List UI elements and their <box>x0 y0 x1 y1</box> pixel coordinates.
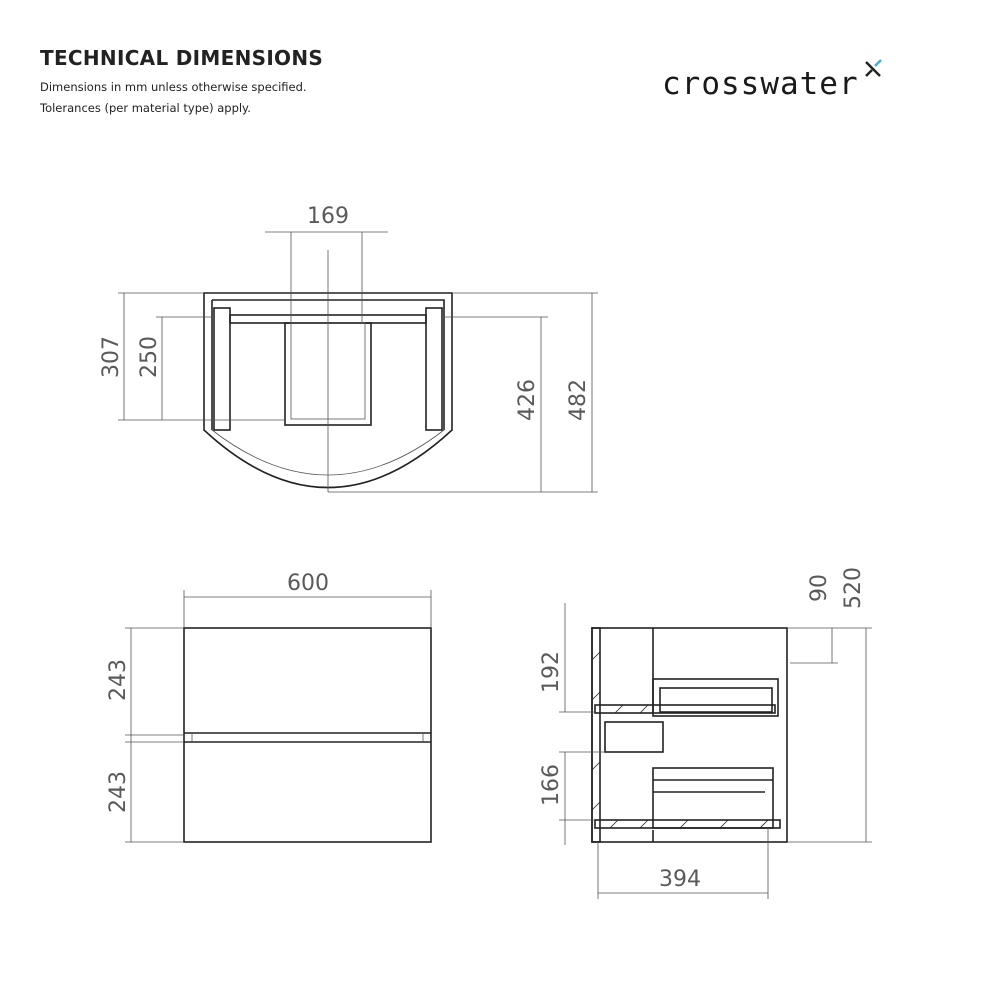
dim-600: 600 <box>287 571 329 596</box>
page-title: TECHNICAL DIMENSIONS <box>40 46 324 70</box>
tolerance-note: Tolerances (per material type) apply. <box>40 101 251 115</box>
dim-520: 520 <box>841 567 866 609</box>
logo-x-icon <box>865 59 882 77</box>
dim-307: 307 <box>99 336 124 378</box>
dim-169: 169 <box>307 204 349 229</box>
brand-logo: crosswater <box>662 66 859 102</box>
dim-394: 394 <box>659 867 701 892</box>
dim-250: 250 <box>137 336 162 378</box>
side-view: 90 520 192 166 394 <box>539 567 872 899</box>
logo-text: crosswater <box>662 66 859 102</box>
dim-243-bottom: 243 <box>106 771 131 813</box>
dim-426: 426 <box>515 379 540 421</box>
front-view: 600 243 243 <box>106 571 432 843</box>
dim-192: 192 <box>539 651 564 693</box>
dim-90: 90 <box>807 574 832 602</box>
dim-482: 482 <box>566 379 591 421</box>
top-view: 169 307 250 426 482 <box>99 204 598 493</box>
dim-166: 166 <box>539 764 564 806</box>
dim-243-top: 243 <box>106 659 131 701</box>
units-note: Dimensions in mm unless otherwise specif… <box>40 80 307 94</box>
